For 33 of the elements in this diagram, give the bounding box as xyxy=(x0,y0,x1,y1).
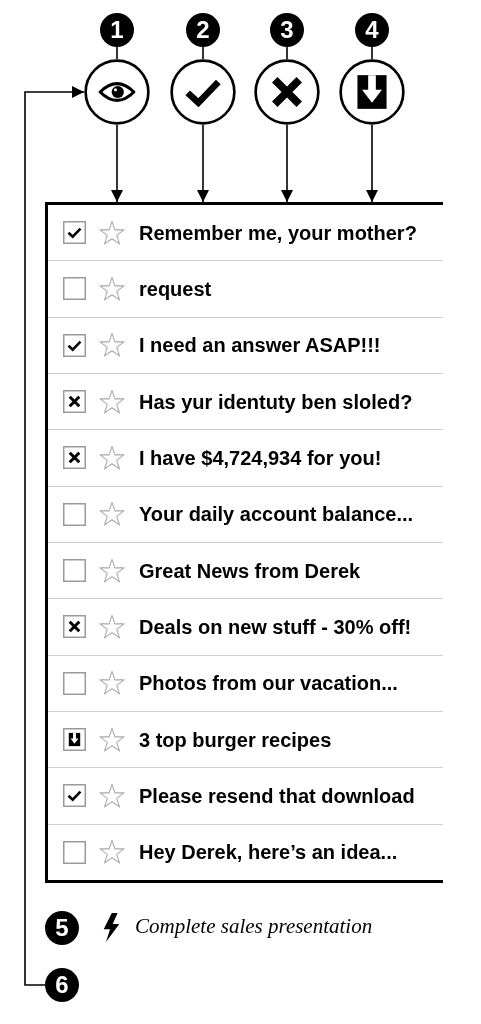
email-subject: Hey Derek, here’s an idea... xyxy=(139,840,398,865)
arrow xyxy=(24,86,85,986)
arrow xyxy=(366,124,378,203)
email-subject: Has yur identuty ben sloled? xyxy=(139,389,413,414)
callout-number: 4 xyxy=(355,13,389,47)
email-subject: Your daily account balance... xyxy=(139,502,414,527)
email-subject: Great News from Derek xyxy=(139,558,361,583)
leader-line xyxy=(202,46,204,60)
callout-number: 2 xyxy=(186,13,220,47)
email-subject: Remember me, your mother? xyxy=(139,220,417,245)
email-subject: request xyxy=(139,277,212,301)
email-subject: Deals on new stuff - 30% off! xyxy=(139,614,412,639)
leader-line xyxy=(371,46,373,60)
arrow xyxy=(111,124,123,203)
leader-line xyxy=(286,46,288,60)
email-subject: I need an answer ASAP!!! xyxy=(139,333,381,358)
email-subject: I have $4,724,934 for you! xyxy=(139,445,382,470)
email-list-panel xyxy=(45,202,443,883)
handwritten-note: Complete sales presentation xyxy=(135,914,373,940)
arrow xyxy=(197,124,209,203)
arrow xyxy=(281,124,293,203)
callout-number: 1 xyxy=(100,13,134,47)
email-subject: Please resend that download xyxy=(139,783,415,808)
download-icon xyxy=(339,59,405,125)
email-subject: Photos from our vacation... xyxy=(139,671,398,696)
eye-icon xyxy=(84,59,150,125)
callout-number: 3 xyxy=(270,13,304,47)
email-subject: 3 top burger recipes xyxy=(139,727,332,752)
cross-icon xyxy=(254,59,320,125)
callout-number: 5 xyxy=(45,911,79,945)
checkmark-icon xyxy=(170,59,236,125)
callout-number: 6 xyxy=(45,968,79,1002)
leader-line xyxy=(116,46,118,60)
